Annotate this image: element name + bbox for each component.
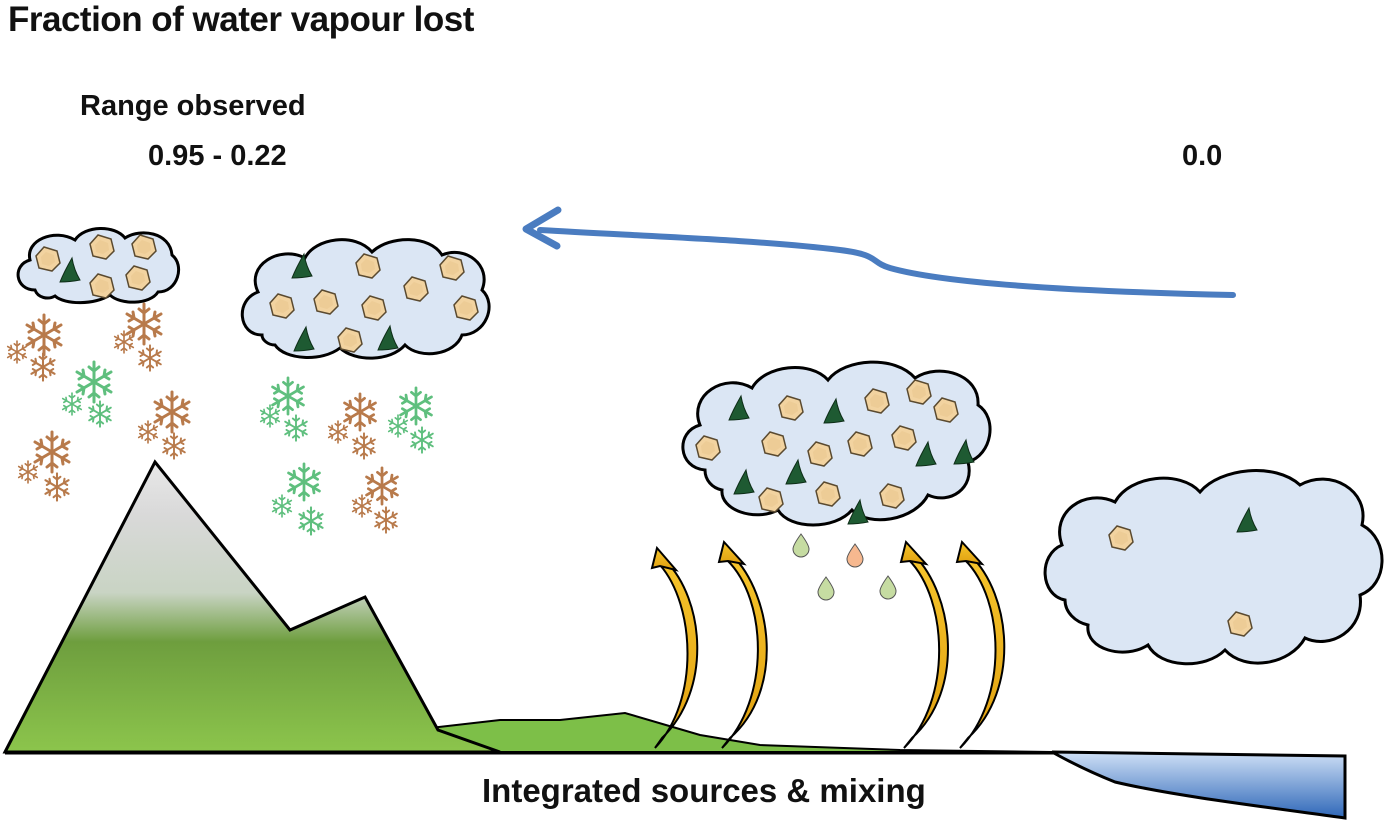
snowflake-icon bbox=[30, 352, 56, 382]
snowflake-icon bbox=[327, 420, 349, 444]
updraft-arrow-icon bbox=[717, 539, 768, 749]
snowflake-icon bbox=[387, 414, 409, 438]
trajectory-arrow bbox=[522, 206, 1236, 298]
updraft-arrow-icon bbox=[955, 539, 1006, 749]
snowflake-icon bbox=[259, 404, 281, 428]
updraft-arrow-icon bbox=[650, 545, 699, 749]
snowflake-icon bbox=[6, 340, 28, 364]
ocean bbox=[1051, 750, 1347, 820]
raindrop-icon bbox=[879, 575, 897, 600]
snowflake-icon bbox=[88, 400, 112, 428]
snowflake-icon bbox=[33, 430, 71, 474]
snowflake-icon bbox=[399, 386, 433, 426]
raindrop-icon bbox=[817, 576, 835, 601]
raindrop-icon bbox=[846, 543, 864, 568]
snowflake-icon bbox=[17, 460, 39, 484]
snowfall-right bbox=[259, 376, 434, 536]
snowflake-icon bbox=[44, 472, 70, 502]
snowflake-icon bbox=[271, 376, 305, 416]
snowflake-icon bbox=[137, 420, 159, 444]
snowflake-icon bbox=[284, 414, 308, 442]
snowflake-icon bbox=[271, 494, 293, 518]
snowflake-icon bbox=[298, 506, 324, 536]
snowflake-icon bbox=[287, 462, 321, 502]
snowflake-icon bbox=[343, 392, 377, 432]
snowflake-icon bbox=[351, 494, 373, 518]
snowflake-icon bbox=[374, 506, 398, 534]
snowflake-icon bbox=[153, 390, 191, 434]
updraft-arrow-icon bbox=[899, 539, 949, 749]
diagram-title: Fraction of water vapour lost bbox=[8, 0, 474, 39]
snowflake-icon bbox=[352, 432, 376, 460]
range-observed-value: 0.95 - 0.22 bbox=[148, 140, 287, 172]
source-fraction-value: 0.0 bbox=[1182, 140, 1223, 172]
bottom-caption: Integrated sources & mixing bbox=[482, 772, 926, 809]
raindrop-icon bbox=[792, 533, 810, 558]
lowland bbox=[429, 711, 1053, 753]
snowflake-icon bbox=[113, 330, 135, 354]
snowflake-icon bbox=[75, 360, 113, 404]
snowflake-icon bbox=[365, 466, 399, 506]
snowflake-icon bbox=[25, 313, 63, 357]
snowflake-icon bbox=[138, 344, 162, 372]
cloud-icon bbox=[1043, 469, 1384, 666]
snowflake-icon bbox=[61, 392, 83, 416]
snowflake-icon bbox=[410, 426, 434, 454]
snowflake-icon bbox=[162, 432, 186, 460]
range-observed-label: Range observed bbox=[80, 90, 306, 122]
mountain bbox=[2, 459, 501, 754]
